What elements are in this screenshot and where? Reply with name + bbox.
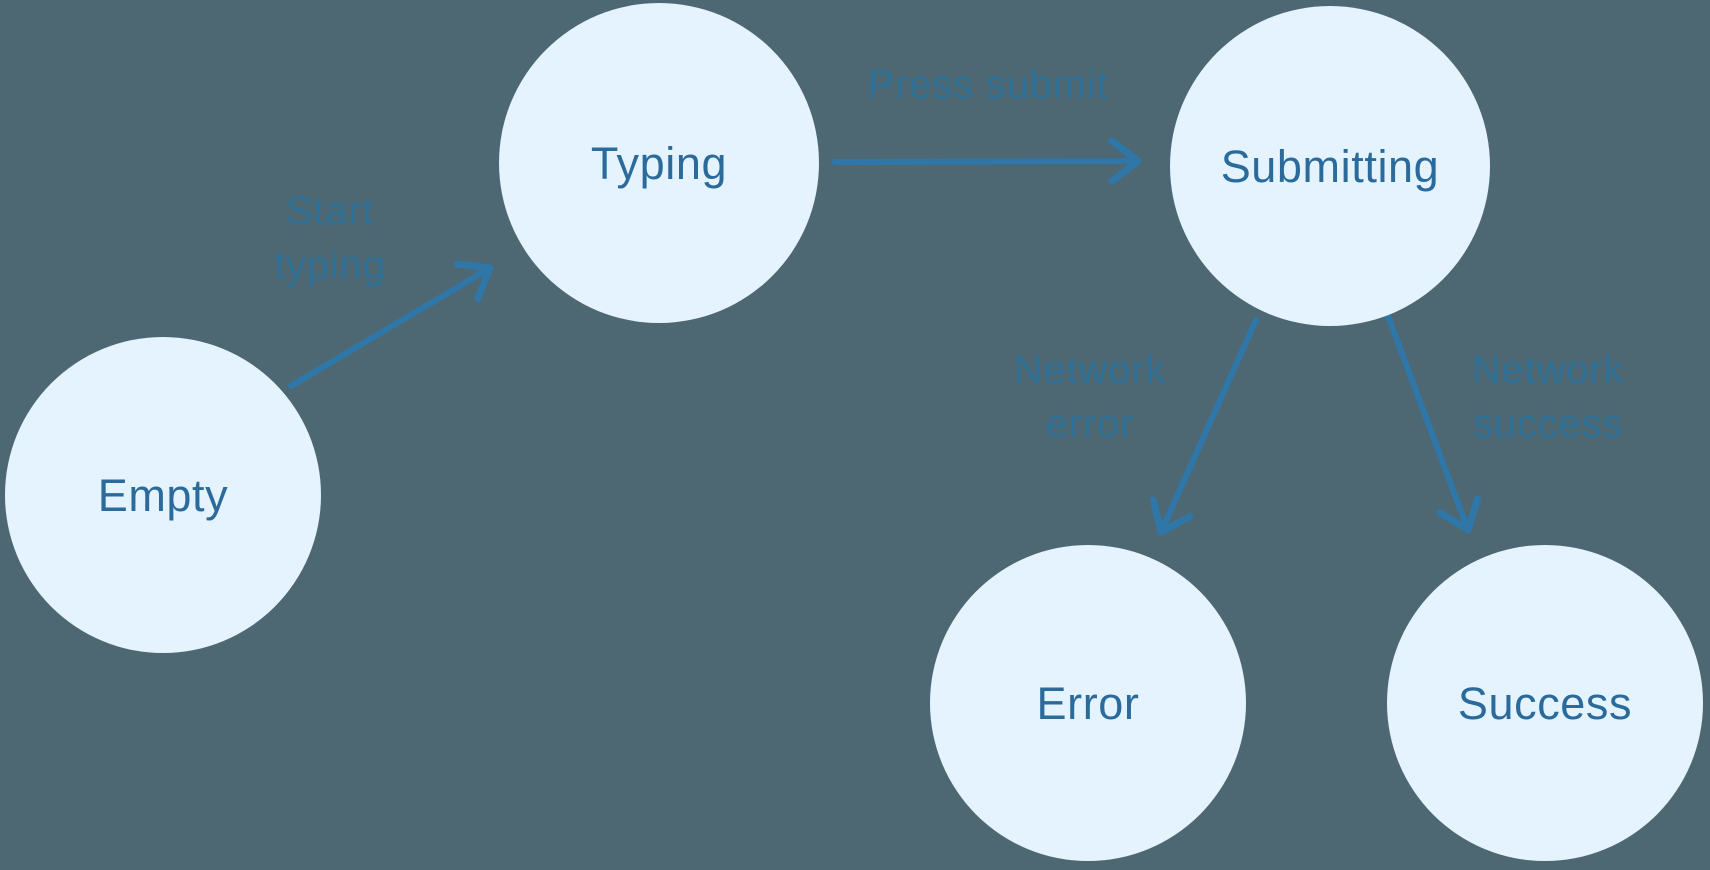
edge-labels-layer: Start typing Press submit Network error … (274, 63, 1624, 446)
state-label-success: Success (1458, 678, 1632, 729)
edge-label-press-submit: Press submit (868, 63, 1109, 107)
edge-label-network-error-line1: Network (1014, 348, 1166, 392)
state-node-empty: Empty (5, 337, 321, 653)
state-circle-error (930, 545, 1246, 861)
edge-label-network-error-line2: error (1046, 402, 1134, 446)
state-node-submitting: Submitting (1170, 6, 1490, 326)
edge-label-start-typing-line1: Start (286, 189, 374, 233)
state-label-error: Error (1037, 678, 1140, 729)
state-node-typing: Typing (499, 3, 819, 323)
edge-label-network-success-line2: success (1473, 402, 1623, 446)
nodes-layer: Empty Typing Submitting Error Success (5, 3, 1703, 861)
edge-submitting-success-arrow (1385, 313, 1482, 534)
state-node-error: Error (930, 545, 1246, 861)
edge-label-network-success-line1: Network (1472, 348, 1624, 392)
edge-typing-submitting-arrow (832, 137, 1142, 185)
edges-layer (288, 137, 1482, 536)
state-circle-empty (5, 337, 321, 653)
edge-empty-typing-arrow (288, 260, 494, 389)
state-label-typing: Typing (591, 138, 727, 189)
state-circle-typing (499, 3, 819, 323)
state-label-submitting: Submitting (1221, 141, 1440, 192)
edge-submitting-error-arrow (1149, 317, 1259, 536)
state-label-empty: Empty (98, 470, 229, 521)
state-node-success: Success (1387, 545, 1703, 861)
state-circle-submitting (1170, 6, 1490, 326)
state-circle-success (1387, 545, 1703, 861)
edge-label-start-typing-line2: typing (274, 243, 386, 287)
